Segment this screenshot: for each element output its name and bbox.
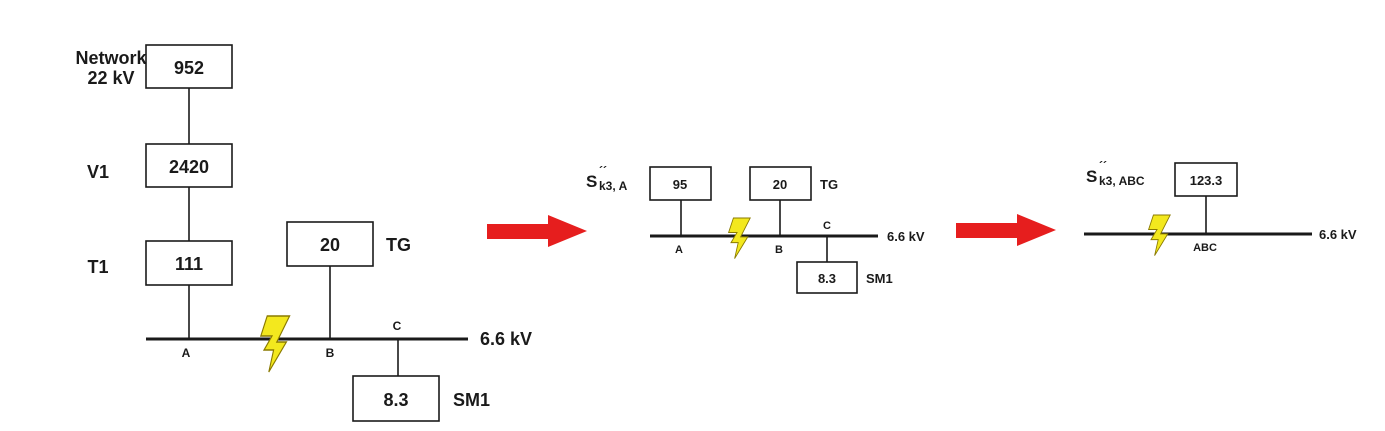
v1-label: V1 xyxy=(87,162,109,182)
network-label: Network xyxy=(75,48,147,68)
v1-box xyxy=(145,143,233,188)
t1-value: 111 xyxy=(175,254,203,274)
sm1-label: SM1 xyxy=(453,390,490,410)
network-voltage-label: 22 kV xyxy=(87,68,134,88)
s-subscript: k3, ABC xyxy=(1099,174,1145,188)
tg-box xyxy=(749,166,812,201)
s-primes: ´´ xyxy=(1099,159,1107,173)
network-value: 952 xyxy=(174,58,204,78)
right-arrow-icon xyxy=(956,214,1056,246)
a-value: 95 xyxy=(673,177,687,192)
node-a-label: A xyxy=(675,244,683,256)
tg-value: 20 xyxy=(320,235,340,255)
node-c-label: C xyxy=(823,220,831,232)
abc-box xyxy=(1174,162,1238,197)
sm1-box xyxy=(352,375,440,422)
s-primes: ´´ xyxy=(599,164,607,178)
network-impedance-box xyxy=(145,44,233,89)
sm1-value: 8.3 xyxy=(818,271,836,286)
node-b-label: B xyxy=(326,346,335,360)
node-c-label: C xyxy=(393,319,402,333)
step3-equivalent-network: S ´´ k3, ABC 123.3 6.6 kV ABC xyxy=(1084,159,1357,257)
node-a-label: A xyxy=(182,346,191,360)
lightning-bolt-icon xyxy=(259,315,291,373)
sm1-value: 8.3 xyxy=(383,390,408,410)
bus-voltage-label: 6.6 kV xyxy=(1319,227,1357,242)
v1-value: 2420 xyxy=(169,157,209,177)
bus-voltage-label: 6.6 kV xyxy=(887,229,925,244)
step2-reduced-network: S ´´ k3, A 95 20 TG 6.6 kV A B C 8.3 SM1 xyxy=(586,164,925,294)
node-abc-label: ABC xyxy=(1193,242,1217,254)
t1-box xyxy=(145,240,233,286)
tg-value: 20 xyxy=(773,177,787,192)
t1-label: T1 xyxy=(87,257,108,277)
step1-full-network: Network 22 kV 952 V1 2420 T1 111 20 TG 6… xyxy=(75,44,532,422)
s-symbol: S xyxy=(586,172,597,191)
a-box xyxy=(649,166,712,201)
s-subscript: k3, A xyxy=(599,179,628,193)
tg-label: TG xyxy=(820,177,838,192)
bus-voltage-label: 6.6 kV xyxy=(480,329,532,349)
s-symbol: S xyxy=(1086,167,1097,186)
sm1-box xyxy=(796,261,858,294)
sm1-label: SM1 xyxy=(866,271,893,286)
right-arrow-icon xyxy=(487,215,587,247)
abc-value: 123.3 xyxy=(1190,173,1223,188)
node-b-label: B xyxy=(775,244,783,256)
lightning-bolt-icon xyxy=(727,217,751,260)
tg-label: TG xyxy=(386,235,411,255)
